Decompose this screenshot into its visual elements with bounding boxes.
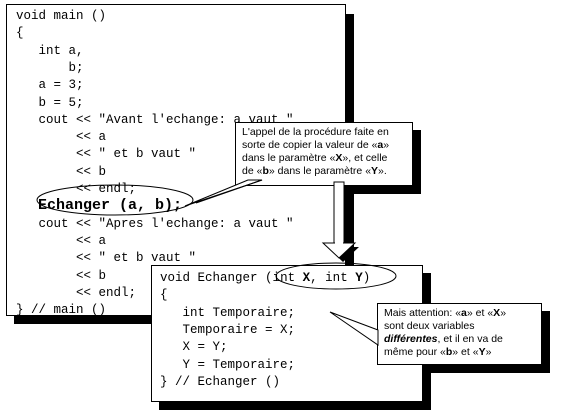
main-code-line: b = 5;: [16, 95, 84, 110]
down-arrow: [321, 181, 359, 262]
main-code-line: cout << "Apres l'echange: a vaut ": [16, 216, 294, 231]
function-code-line: int Temporaire;: [160, 305, 296, 320]
note1-line3-tail: , et celle: [348, 152, 388, 164]
note2-box: Mais attention: «a» et «X» sont deux var…: [377, 303, 542, 365]
note2-line3-tail: , et il en va de: [437, 333, 503, 345]
note2-line4: même pour «b» et «Y»: [384, 346, 492, 358]
note2-param-y: Y: [478, 346, 486, 358]
main-code-line: } // main (): [16, 303, 107, 318]
note1-pointer-line2: [195, 179, 263, 204]
main-code-line: {: [16, 26, 24, 41]
main-code-line: int a,: [16, 43, 84, 58]
main-code-line: << a: [16, 130, 107, 145]
main-code: void main () { int a, b; a = 3; b = 5; co…: [16, 8, 341, 317]
note2-line1: Mais attention: «a» et «X»: [384, 307, 507, 319]
note1-line4: de «b» dans le paramètre «Y».: [242, 165, 387, 177]
note2-text: Mais attention: «a» et «X» sont deux var…: [384, 307, 542, 359]
note2-param-x: X: [493, 307, 501, 319]
note2-line2: sont deux variables: [384, 320, 475, 332]
main-code-line: << a: [16, 233, 107, 248]
note1-line3-text: dans le paramètre: [242, 152, 330, 164]
main-code-box: void main () { int a, b; a = 3; b = 5; co…: [6, 4, 346, 317]
note2-pointer: [329, 311, 379, 346]
function-signature-prefix: void Echanger: [160, 271, 266, 285]
note1-var-a: a: [377, 139, 384, 151]
note2-var-b: b: [445, 346, 453, 358]
note2-var-a: a: [461, 307, 467, 319]
function-code-line: } // Echanger (): [160, 374, 281, 389]
call-ellipse: [36, 184, 194, 216]
function-code: void Echanger (int X, int Y) { int Tempo…: [160, 270, 416, 398]
main-code-line: << " et b vaut ": [16, 251, 197, 266]
note2-line3: différentes, et il en va de: [384, 333, 542, 346]
note1-text: L'appel de la procédure faite en sorte d…: [242, 126, 412, 178]
note1-line3: dans le paramètre «X», et celle: [242, 152, 388, 164]
note2-line1-text: Mais attention:: [384, 307, 456, 319]
main-code-line: void main (): [16, 9, 107, 23]
function-code-line: Temporaire = X;: [160, 322, 296, 337]
main-code-line: << b: [16, 164, 107, 179]
function-code-line: Y = Temporaire;: [160, 357, 296, 372]
note2-line4-text: même pour: [384, 346, 441, 358]
note1-line2: sorte de copier la valeur de «a»: [242, 139, 390, 151]
main-code-line: b;: [16, 60, 84, 75]
note1-param-x: X: [335, 152, 343, 164]
note1-line4-mid: dans le paramètre: [274, 165, 366, 177]
function-code-line: {: [160, 288, 168, 303]
main-code-line: << b: [16, 268, 107, 283]
note1-line4-text: de: [242, 165, 257, 177]
function-code-line: X = Y;: [160, 340, 228, 355]
note2-differentes: différentes: [384, 333, 438, 345]
params-ellipse: [275, 262, 397, 290]
note1-line2-text: sorte de copier la valeur de: [242, 139, 372, 151]
main-code-line: cout << "Avant l'echange: a vaut ": [16, 112, 294, 127]
main-code-line: a = 3;: [16, 78, 84, 93]
main-code-line: << endl;: [16, 285, 137, 300]
note1-var-b: b: [262, 165, 269, 177]
note1-param-y: Y: [371, 165, 379, 177]
note1-box: L'appel de la procédure faite en sorte d…: [235, 122, 413, 186]
main-code-line: << " et b vaut ": [16, 147, 197, 162]
note1-line4-end: .: [383, 165, 387, 177]
note1-line1: L'appel de la procédure faite en: [242, 126, 389, 138]
